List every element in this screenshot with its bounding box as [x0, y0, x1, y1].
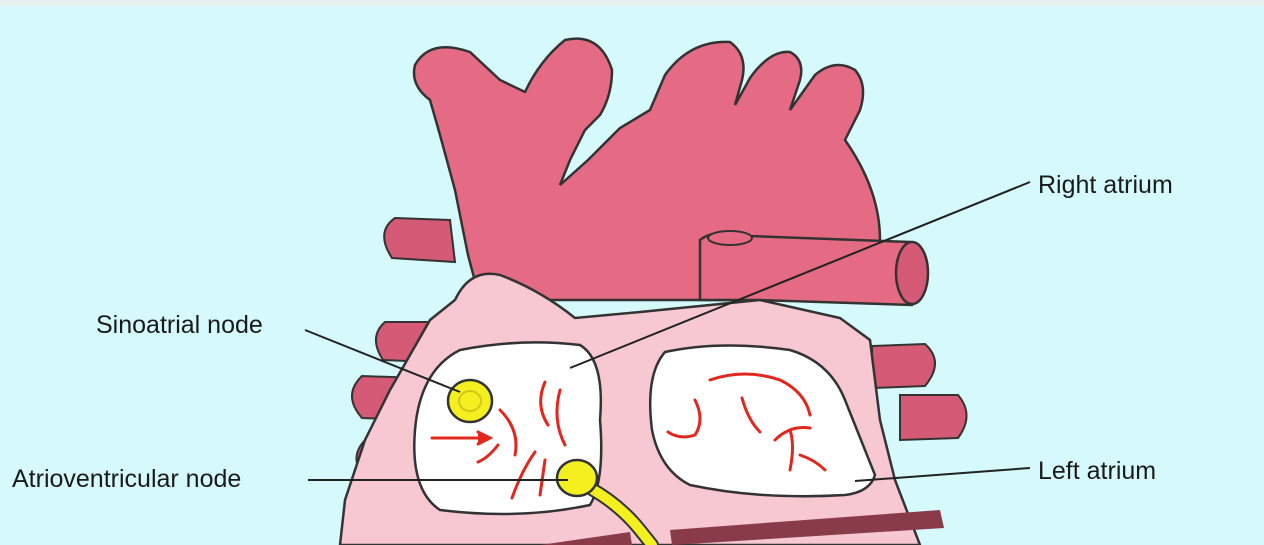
label-atrioventricular-node: Atrioventricular node — [12, 465, 241, 494]
vessel-right-lower — [900, 395, 967, 440]
atrioventricular-node-shape — [557, 460, 597, 496]
label-right-atrium: Right atrium — [1038, 171, 1173, 200]
sinoatrial-node-shape — [448, 380, 492, 422]
label-left-atrium: Left atrium — [1038, 457, 1156, 486]
vessel-left-upper — [384, 218, 455, 262]
vessel-right-upper — [872, 344, 935, 388]
label-sinoatrial-node: Sinoatrial node — [96, 311, 263, 340]
pulmonary-artery-opening — [896, 242, 928, 304]
vessel-cap — [708, 231, 752, 245]
